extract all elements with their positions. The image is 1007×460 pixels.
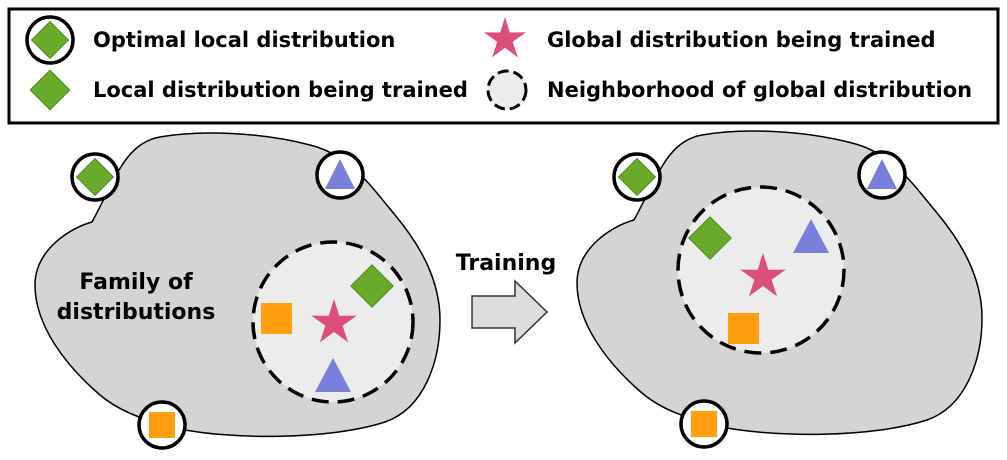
training-label: Training [456, 251, 556, 276]
right-optimal-blue-triangle-icon [857, 150, 907, 200]
legend-local-label: Local distribution being trained [93, 78, 468, 102]
right-global-pink-star-icon [740, 253, 786, 297]
right-local-blue-triangle-icon [793, 219, 829, 253]
legend-local-icon [29, 69, 71, 111]
legend-optimal-label: Optimal local distribution [93, 28, 395, 52]
right-optimal-green-diamond-icon [612, 152, 662, 202]
left-local-green-diamond-icon [350, 264, 394, 308]
left-local-orange-square-icon [261, 303, 292, 334]
right-local-green-diamond-icon [688, 216, 732, 260]
left-local-blue-triangle-icon [315, 358, 351, 392]
legend-global-star-icon [484, 17, 526, 58]
left-optimal-orange-square-icon [137, 400, 187, 450]
left-optimal-blue-triangle-icon [315, 150, 365, 200]
family-label-line1: Family of [79, 270, 193, 295]
left-optimal-green-diamond-icon [70, 152, 120, 202]
legend-global-label: Global distribution being trained [547, 28, 936, 52]
left-global-pink-star-icon [311, 299, 357, 343]
right-optimal-orange-square-icon [679, 399, 729, 449]
legend-neighborhood-icon [486, 69, 528, 111]
right-local-orange-square-icon [728, 313, 759, 344]
legend-neighborhood-label: Neighborhood of global distribution [547, 78, 972, 102]
training-arrow [471, 279, 549, 345]
legend-optimal-icon [25, 15, 75, 65]
family-label-line2: distributions [57, 300, 216, 325]
